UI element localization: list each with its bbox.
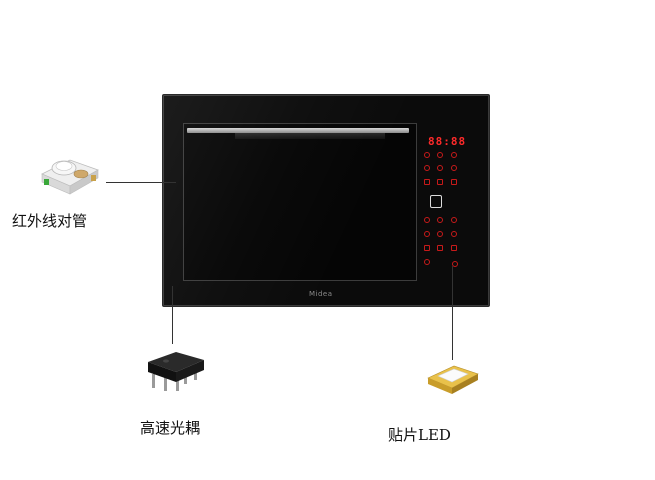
oven-key [437,152,443,158]
oven-key [451,217,457,223]
oven-key [424,217,430,223]
oven-key [451,165,457,171]
oven-key [424,165,430,171]
smd-led-connector-line [452,266,453,360]
smd-led-icon [427,365,479,394]
oven-key [424,259,430,265]
oven-key [437,217,443,223]
oven-key [437,245,443,251]
oven-led-indicator [452,261,458,267]
ir-sensor-icon [41,159,99,195]
oven-key [451,245,457,251]
oven-key [424,179,430,185]
oven-door-window [183,123,417,281]
oven-key [437,231,443,237]
optocoupler-label: 高速光耦 [140,419,201,437]
oven-key [451,179,457,185]
oven-key [437,165,443,171]
optocoupler-icon [148,352,204,391]
oven-key [424,152,430,158]
oven-key [437,179,443,185]
oven-key [451,231,457,237]
ir-sensor-label: 红外线对管 [12,212,88,230]
oven-center-button [430,195,442,208]
oven-door-handle [187,128,409,133]
oven-front-panel: Midea 88:88 [162,94,490,307]
smd-led-label: 贴片LED [388,426,451,444]
oven-key [424,231,430,237]
ir-sensor-connector-line [106,182,176,183]
oven-handle-shadow [235,133,385,139]
optocoupler-connector-line [172,286,173,344]
oven-brand-logo: Midea [309,290,333,298]
oven-key [451,152,457,158]
oven-digital-display: 88:88 [428,135,467,148]
oven-key [424,245,430,251]
